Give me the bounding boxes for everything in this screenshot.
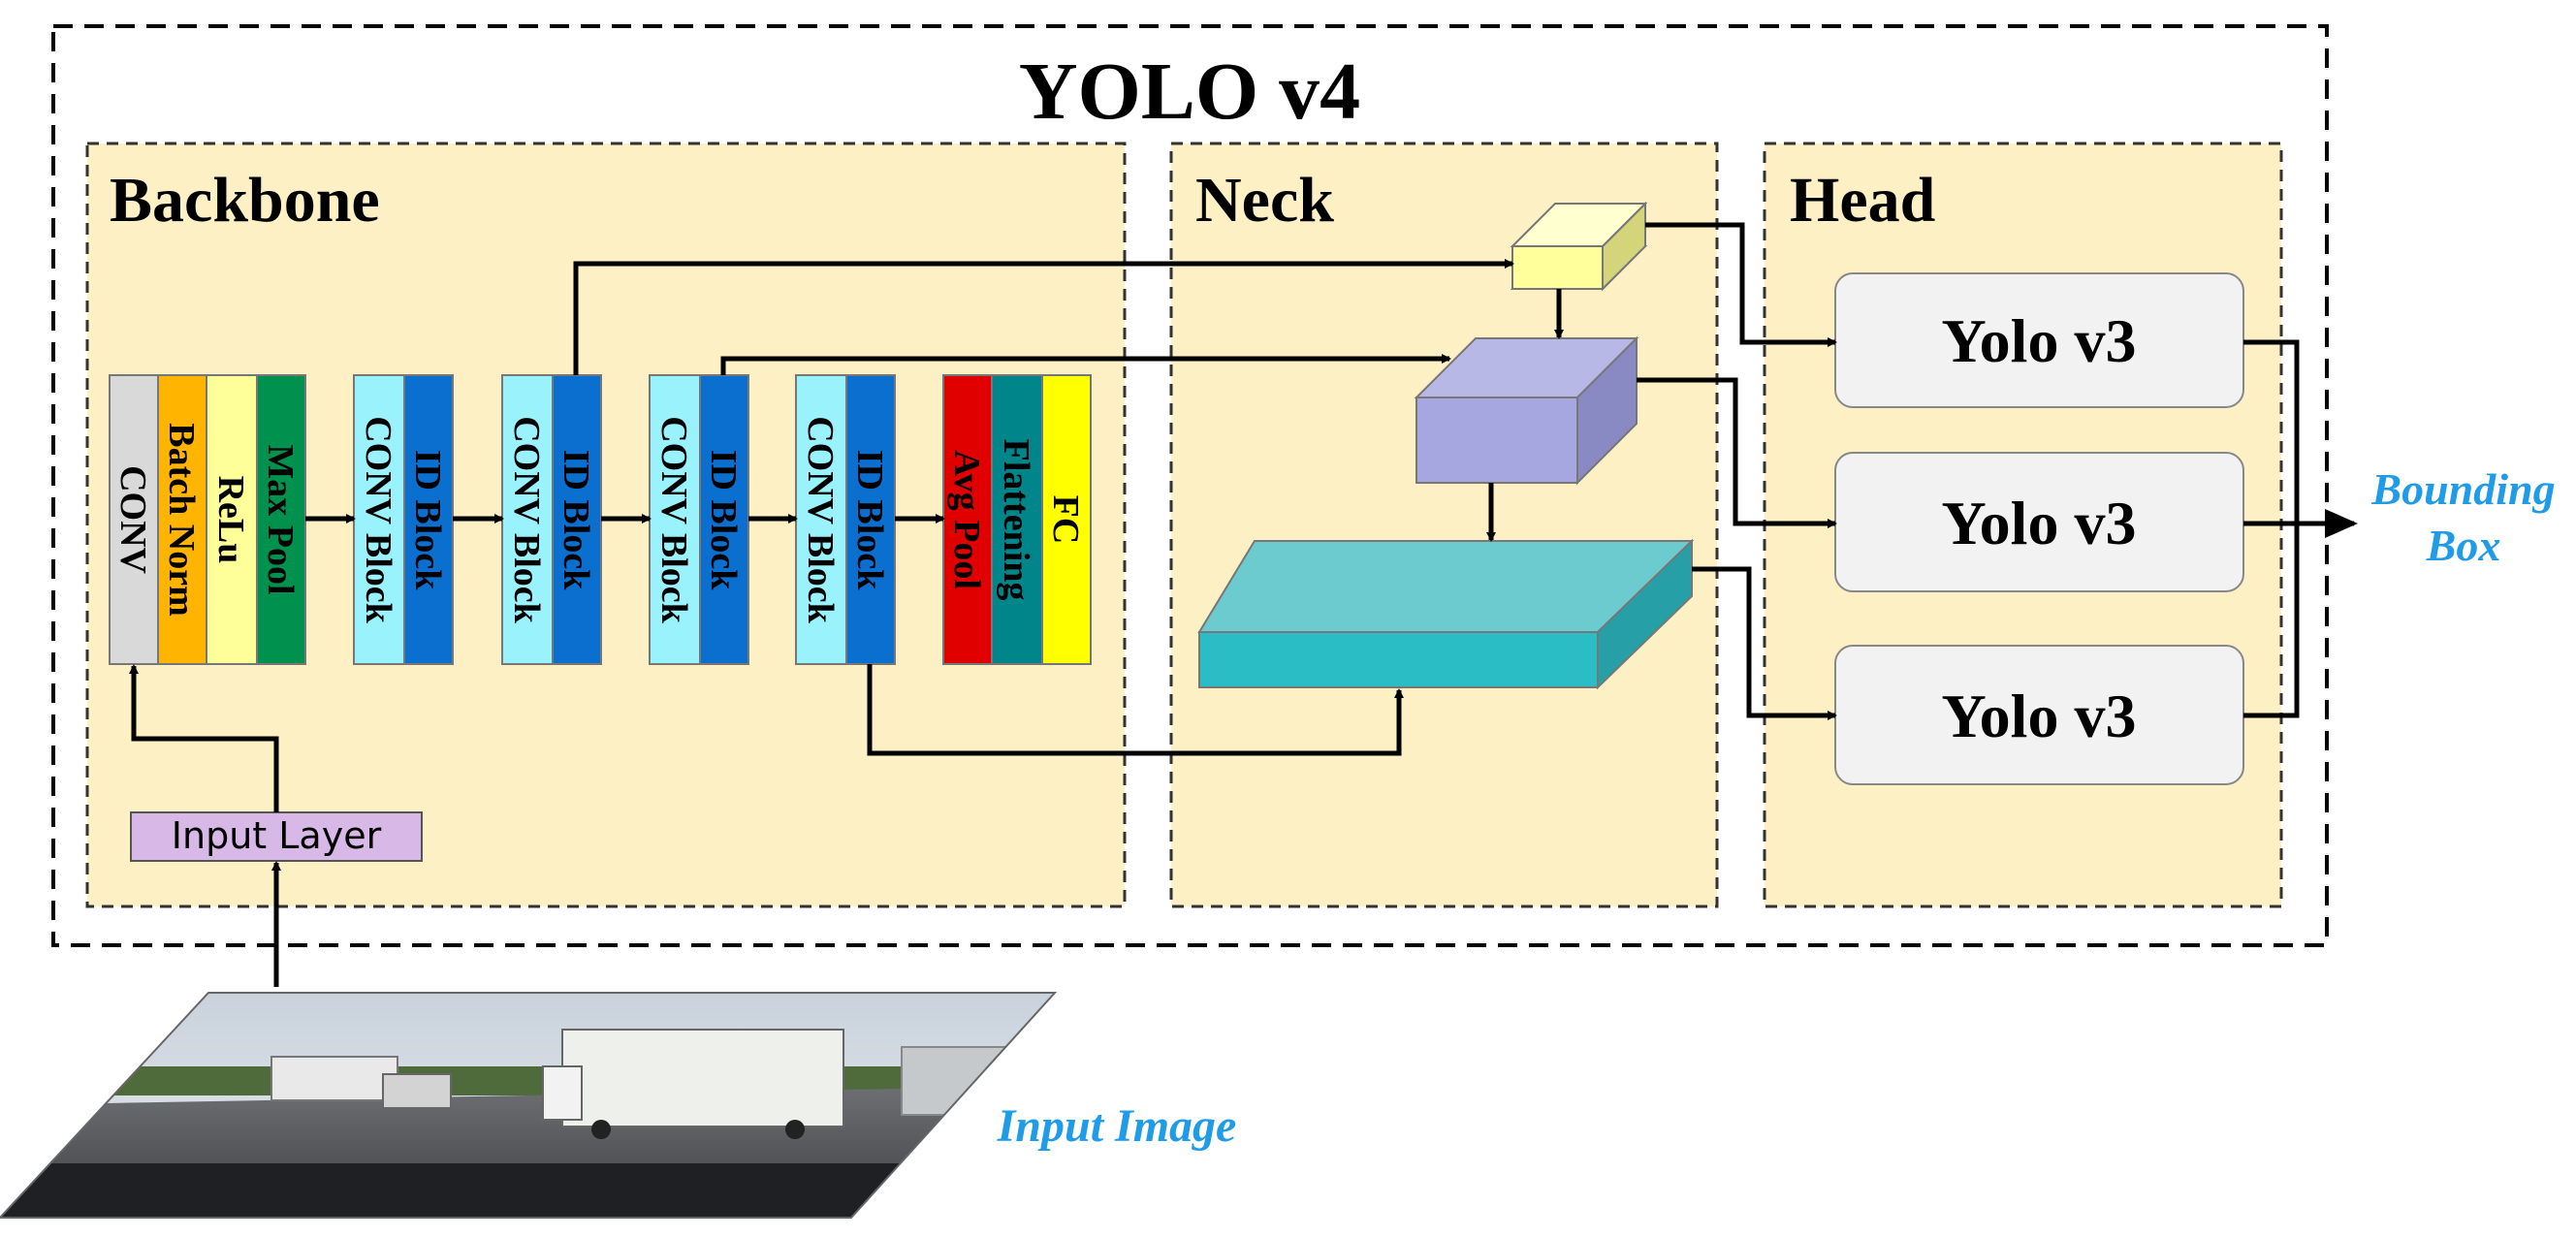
backbone-title: Backbone [110, 165, 380, 236]
input-layer-label: Input Layer [172, 814, 382, 857]
input-image [0, 993, 1055, 1218]
backbone-last-group: Avg Pool Flattening FC [942, 374, 1092, 665]
layer-conv-label: CONV [112, 465, 153, 574]
yolo-v3-label: Yolo v3 [1942, 682, 2137, 750]
yolo-v3-label: Yolo v3 [1942, 306, 2137, 375]
neck-to-head-arrows [1637, 222, 1837, 720]
neck-arrows [573, 259, 1564, 756]
diagram-title: YOLO v4 [1019, 47, 1360, 137]
yolo-v3-label: Yolo v3 [1942, 489, 2137, 557]
neck-medium-cuboid [1414, 335, 1639, 486]
layer-flattening-label: Flattening [996, 439, 1036, 601]
neck-small-cuboid [1510, 201, 1648, 292]
input-image-frame [0, 992, 1058, 1219]
layer-maxpool-label: Max Pool [260, 444, 301, 594]
input-layer-arrow [129, 664, 279, 812]
backbone-block-1: CONV Block ID Block [353, 374, 454, 665]
head-output-arrows [2243, 339, 2358, 718]
backbone-block-4: CONV Block ID Block [795, 374, 896, 665]
input-image-label: Input Image [997, 1100, 1237, 1152]
neck-title: Neck [1195, 165, 1334, 236]
layer-fc-label: FC [1045, 495, 1086, 545]
head-title: Head [1790, 165, 1935, 236]
id-block-label: ID Block [849, 450, 890, 591]
id-block-label: ID Block [703, 450, 744, 591]
layer-batchnorm-label: Batch Norm [161, 423, 202, 616]
backbone-block-2: CONV Block ID Block [501, 374, 602, 665]
layer-avgpool-label: Avg Pool [946, 450, 987, 589]
backbone-block-3: CONV Block ID Block [649, 374, 749, 665]
bounding-box-label-line2: Box [2426, 521, 2501, 570]
neck-panel [1169, 142, 1719, 908]
conv-block-label: CONV Block [358, 416, 398, 623]
yolo-outer-frame [51, 24, 2329, 947]
conv-block-label: CONV Block [653, 416, 694, 623]
bounding-box-label-line1: Bounding [2370, 464, 2555, 514]
id-block-label: ID Block [556, 450, 596, 591]
layer-relu-label: ReLu [210, 476, 251, 564]
conv-block-label: CONV Block [506, 416, 547, 623]
backbone-first-group: CONV Batch Norm ReLu Max Pool [109, 374, 306, 665]
neck-large-cuboid [1197, 538, 1695, 690]
id-block-label: ID Block [407, 450, 448, 591]
conv-block-label: CONV Block [800, 416, 841, 623]
